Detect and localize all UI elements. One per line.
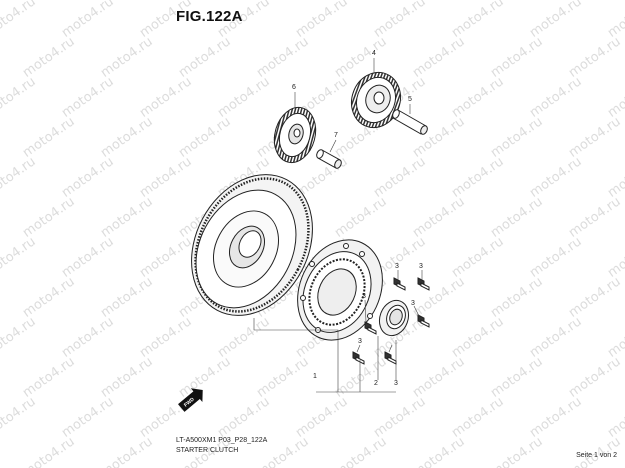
needle-bearing — [378, 299, 410, 337]
starter-idle-gear-no2 — [350, 71, 402, 129]
callout-6: 6 — [292, 84, 296, 91]
callout-2: 2 — [374, 380, 378, 387]
bolt — [352, 351, 365, 365]
bolt — [417, 277, 430, 291]
callout-3: 3 — [419, 263, 423, 270]
callout-3: 3 — [411, 300, 415, 307]
starter-idle-gear — [273, 106, 317, 164]
figure-subtitle: STARTER CLUTCH — [176, 447, 239, 454]
forward-arrow-icon: FWD — [178, 388, 203, 412]
callout-3: 3 — [395, 263, 399, 270]
callout-7: 7 — [334, 132, 338, 139]
model-code: LT-A500XM1 P03_P28_122A — [176, 437, 268, 444]
bolt — [384, 351, 397, 365]
gear-shaft — [392, 109, 428, 135]
callout-1: 1 — [313, 373, 317, 380]
bolt — [393, 277, 406, 291]
leader-lines — [253, 58, 423, 393]
bolt — [364, 321, 377, 335]
starter-driven-gear — [191, 174, 313, 316]
bolt — [417, 314, 430, 328]
starter-clutch-body — [297, 239, 383, 341]
callout-4: 4 — [372, 50, 376, 57]
page-indicator: Seite 1 von 2 — [576, 452, 617, 459]
callout-3: 3 — [394, 380, 398, 387]
callout-3: 3 — [362, 293, 366, 300]
callout-3: 3 — [358, 338, 362, 345]
idle-gear-shaft — [316, 149, 342, 169]
callout-5: 5 — [408, 96, 412, 103]
figure-title: FIG.122A — [176, 8, 243, 25]
